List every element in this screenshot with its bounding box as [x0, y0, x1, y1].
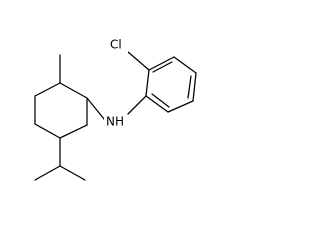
cyclohexane-bond [59, 82, 88, 99]
isopropyl-group [34, 137, 86, 181]
benzene-double-bond [187, 75, 192, 99]
benzene-bond [145, 95, 169, 113]
benzene-double-bond [151, 93, 170, 108]
benzene-bond [145, 69, 150, 97]
nh-label-mask [104, 114, 126, 130]
cyclohexane-bond [59, 124, 88, 139]
molecule-structure: Cl NH [34, 37, 197, 181]
cyclohexane-bond [34, 82, 61, 97]
isopropyl-bond [59, 165, 86, 181]
amine-atom-label: NH [106, 115, 124, 129]
benzene-ring [145, 56, 197, 113]
benzene-bond [167, 100, 194, 113]
benzene-bond [192, 72, 197, 102]
benzene-bond [148, 56, 175, 71]
cl-label-mask [109, 37, 128, 53]
chlorine-atom-label: Cl [110, 38, 122, 52]
benzene-bond [173, 56, 197, 74]
cyclohexane-ring [34, 82, 88, 139]
isopropyl-bond [34, 165, 61, 181]
c-cl-bond [127, 51, 150, 71]
aryl-n-bond [127, 95, 147, 115]
cyclohexane-bond [34, 123, 61, 139]
benzene-double-bond [152, 61, 173, 73]
